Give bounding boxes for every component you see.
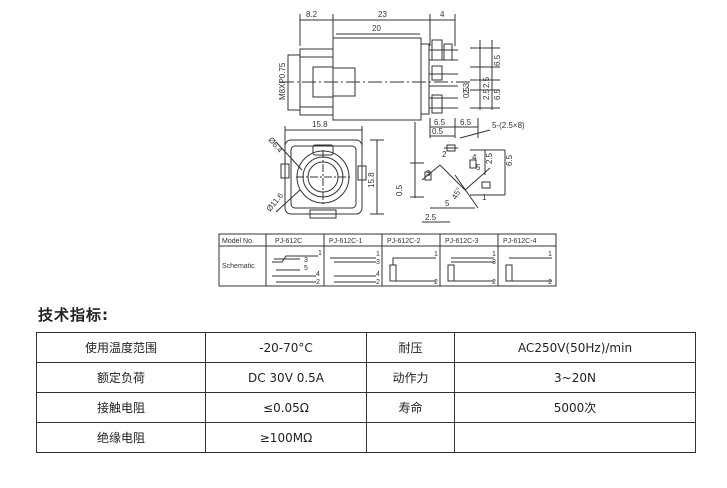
spec-label: 寿命 <box>366 392 455 423</box>
dim-hole-small: Ø6.4 <box>266 136 284 155</box>
pin-layout <box>410 118 506 223</box>
pin-d3: 0.5 <box>432 127 444 136</box>
spec-label: 使用温度范围 <box>36 332 206 363</box>
table-row: 使用温度范围 -20-70°C 耐压 AC250V(50Hz)/min <box>36 332 696 363</box>
m4-pin: 1 <box>548 251 552 258</box>
m1-pin: 1 <box>376 251 380 258</box>
model-table-grid <box>218 233 557 287</box>
m0-pin: 2 <box>316 279 320 286</box>
dim-left: 8.2 <box>306 10 318 19</box>
spec-value: AC250V(50Hz)/min <box>454 332 696 363</box>
dim-thread: M8XP0.75 <box>278 62 287 100</box>
dim-side-mid: 2.5 <box>482 76 491 88</box>
pin-5: 5 <box>476 163 481 172</box>
m0-pin: 4 <box>316 271 320 278</box>
m2-pin: 1 <box>434 251 438 258</box>
m1-pin: 4 <box>376 271 380 278</box>
m4-pin: 2 <box>548 279 552 286</box>
spec-label: 耐压 <box>366 332 455 363</box>
m3-pin: 3 <box>492 259 496 266</box>
pin-4: 4 <box>472 153 477 162</box>
pin-angle: 45° <box>450 186 464 201</box>
spec-label: 接触电阻 <box>36 392 206 423</box>
technical-drawing: 23 8.2 20 4 M8XP0.75 6.5 2.5 2.5 6.5 0.5… <box>218 10 557 287</box>
spec-value: ≥100MΩ <box>205 422 367 453</box>
m2-pin: 2 <box>434 279 438 286</box>
pin-3: 3 <box>426 169 431 178</box>
spec-value: 5000次 <box>454 392 696 423</box>
pin-bottom2: 5 <box>445 199 450 208</box>
schematic-label: Schematic <box>222 263 255 270</box>
m0-pin: 5 <box>304 265 308 272</box>
side-view <box>287 14 500 121</box>
dim-hole-large: Ø11.6 <box>265 191 286 213</box>
spec-value <box>454 422 696 453</box>
table-row: 绝缘电阻 ≥100MΩ <box>36 422 696 453</box>
spec-label: 额定负荷 <box>36 362 206 393</box>
model-0: PJ-612C <box>275 238 302 245</box>
m0-pin: 1 <box>318 250 322 257</box>
dim-inner: 20 <box>372 24 381 33</box>
model-4: PJ-612C-4 <box>503 238 537 245</box>
m3-pin: 2 <box>492 279 496 286</box>
spec-label: 动作力 <box>366 362 455 393</box>
dim-side-bot1: 2.5 <box>482 88 491 100</box>
model-header-label: Model No. <box>222 238 254 245</box>
model-2: PJ-612C-2 <box>387 238 421 245</box>
pin-1: 1 <box>482 193 487 202</box>
pin-bottom: 2.5 <box>425 213 437 222</box>
dim-front-width: 15.8 <box>312 120 328 129</box>
pin-v1: 6.5 <box>505 154 514 166</box>
pin-holes: 5-(2.5×8) <box>492 121 525 130</box>
spec-value: DC 30V 0.5A <box>205 362 367 393</box>
pin-d2: 6.5 <box>460 118 472 127</box>
m1-pin: 3 <box>376 259 380 266</box>
spec-label: 绝缘电阻 <box>36 422 206 453</box>
dim-side-large: 2.3 <box>462 82 471 94</box>
model-3: PJ-612C-3 <box>445 238 479 245</box>
dim-right: 4 <box>440 10 445 19</box>
pin-d1: 6.5 <box>434 118 446 127</box>
dim-side-small: 0.5 <box>462 86 471 98</box>
dim-side-top: 6.5 <box>493 54 502 66</box>
pin-v2: 2.5 <box>485 152 494 164</box>
spec-value: ≤0.05Ω <box>205 392 367 423</box>
pin-v3: 0.5 <box>395 184 404 196</box>
spec-value: -20-70°C <box>205 332 367 363</box>
table-row: 接触电阻 ≤0.05Ω 寿命 5000次 <box>36 392 696 423</box>
dim-side-bot2: 6.5 <box>493 88 502 100</box>
m3-pin: 1 <box>492 251 496 258</box>
pin-2: 2 <box>442 150 447 159</box>
m1-pin: 2 <box>376 279 380 286</box>
model-1: PJ-612C-1 <box>329 238 363 245</box>
table-row: 额定负荷 DC 30V 0.5A 动作力 3~20N <box>36 362 696 393</box>
specs-table: 使用温度范围 -20-70°C 耐压 AC250V(50Hz)/min 额定负荷… <box>36 332 696 453</box>
dim-front-height: 15.8 <box>367 172 376 188</box>
spec-value: 3~20N <box>454 362 696 393</box>
section-title: 技术指标: <box>38 306 109 324</box>
m0-pin: 3 <box>304 257 308 264</box>
dim-total: 23 <box>378 10 387 19</box>
front-view <box>275 126 384 219</box>
spec-label <box>366 422 455 453</box>
